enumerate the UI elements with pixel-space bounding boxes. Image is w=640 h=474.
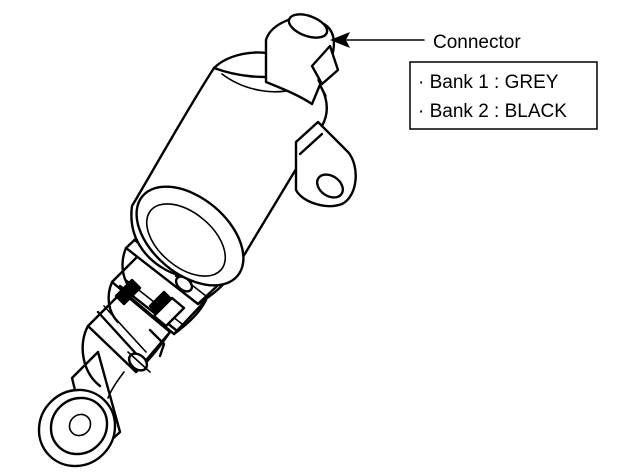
bank-1-note: · Bank 1 : GREY (418, 72, 559, 93)
mounting-bracket (294, 120, 357, 208)
callout-arrowhead (330, 32, 350, 48)
spool-body-mid (107, 248, 208, 336)
connector (264, 13, 340, 106)
connector-callout: Connector (330, 32, 521, 53)
connector-label: Connector (433, 32, 521, 53)
valve-tip (37, 350, 125, 468)
bank-note-box (409, 61, 598, 130)
bank-color-note: · Bank 1 : GREY · Bank 2 : BLACK (409, 61, 598, 130)
bank-2-note: · Bank 2 : BLACK (418, 101, 567, 122)
